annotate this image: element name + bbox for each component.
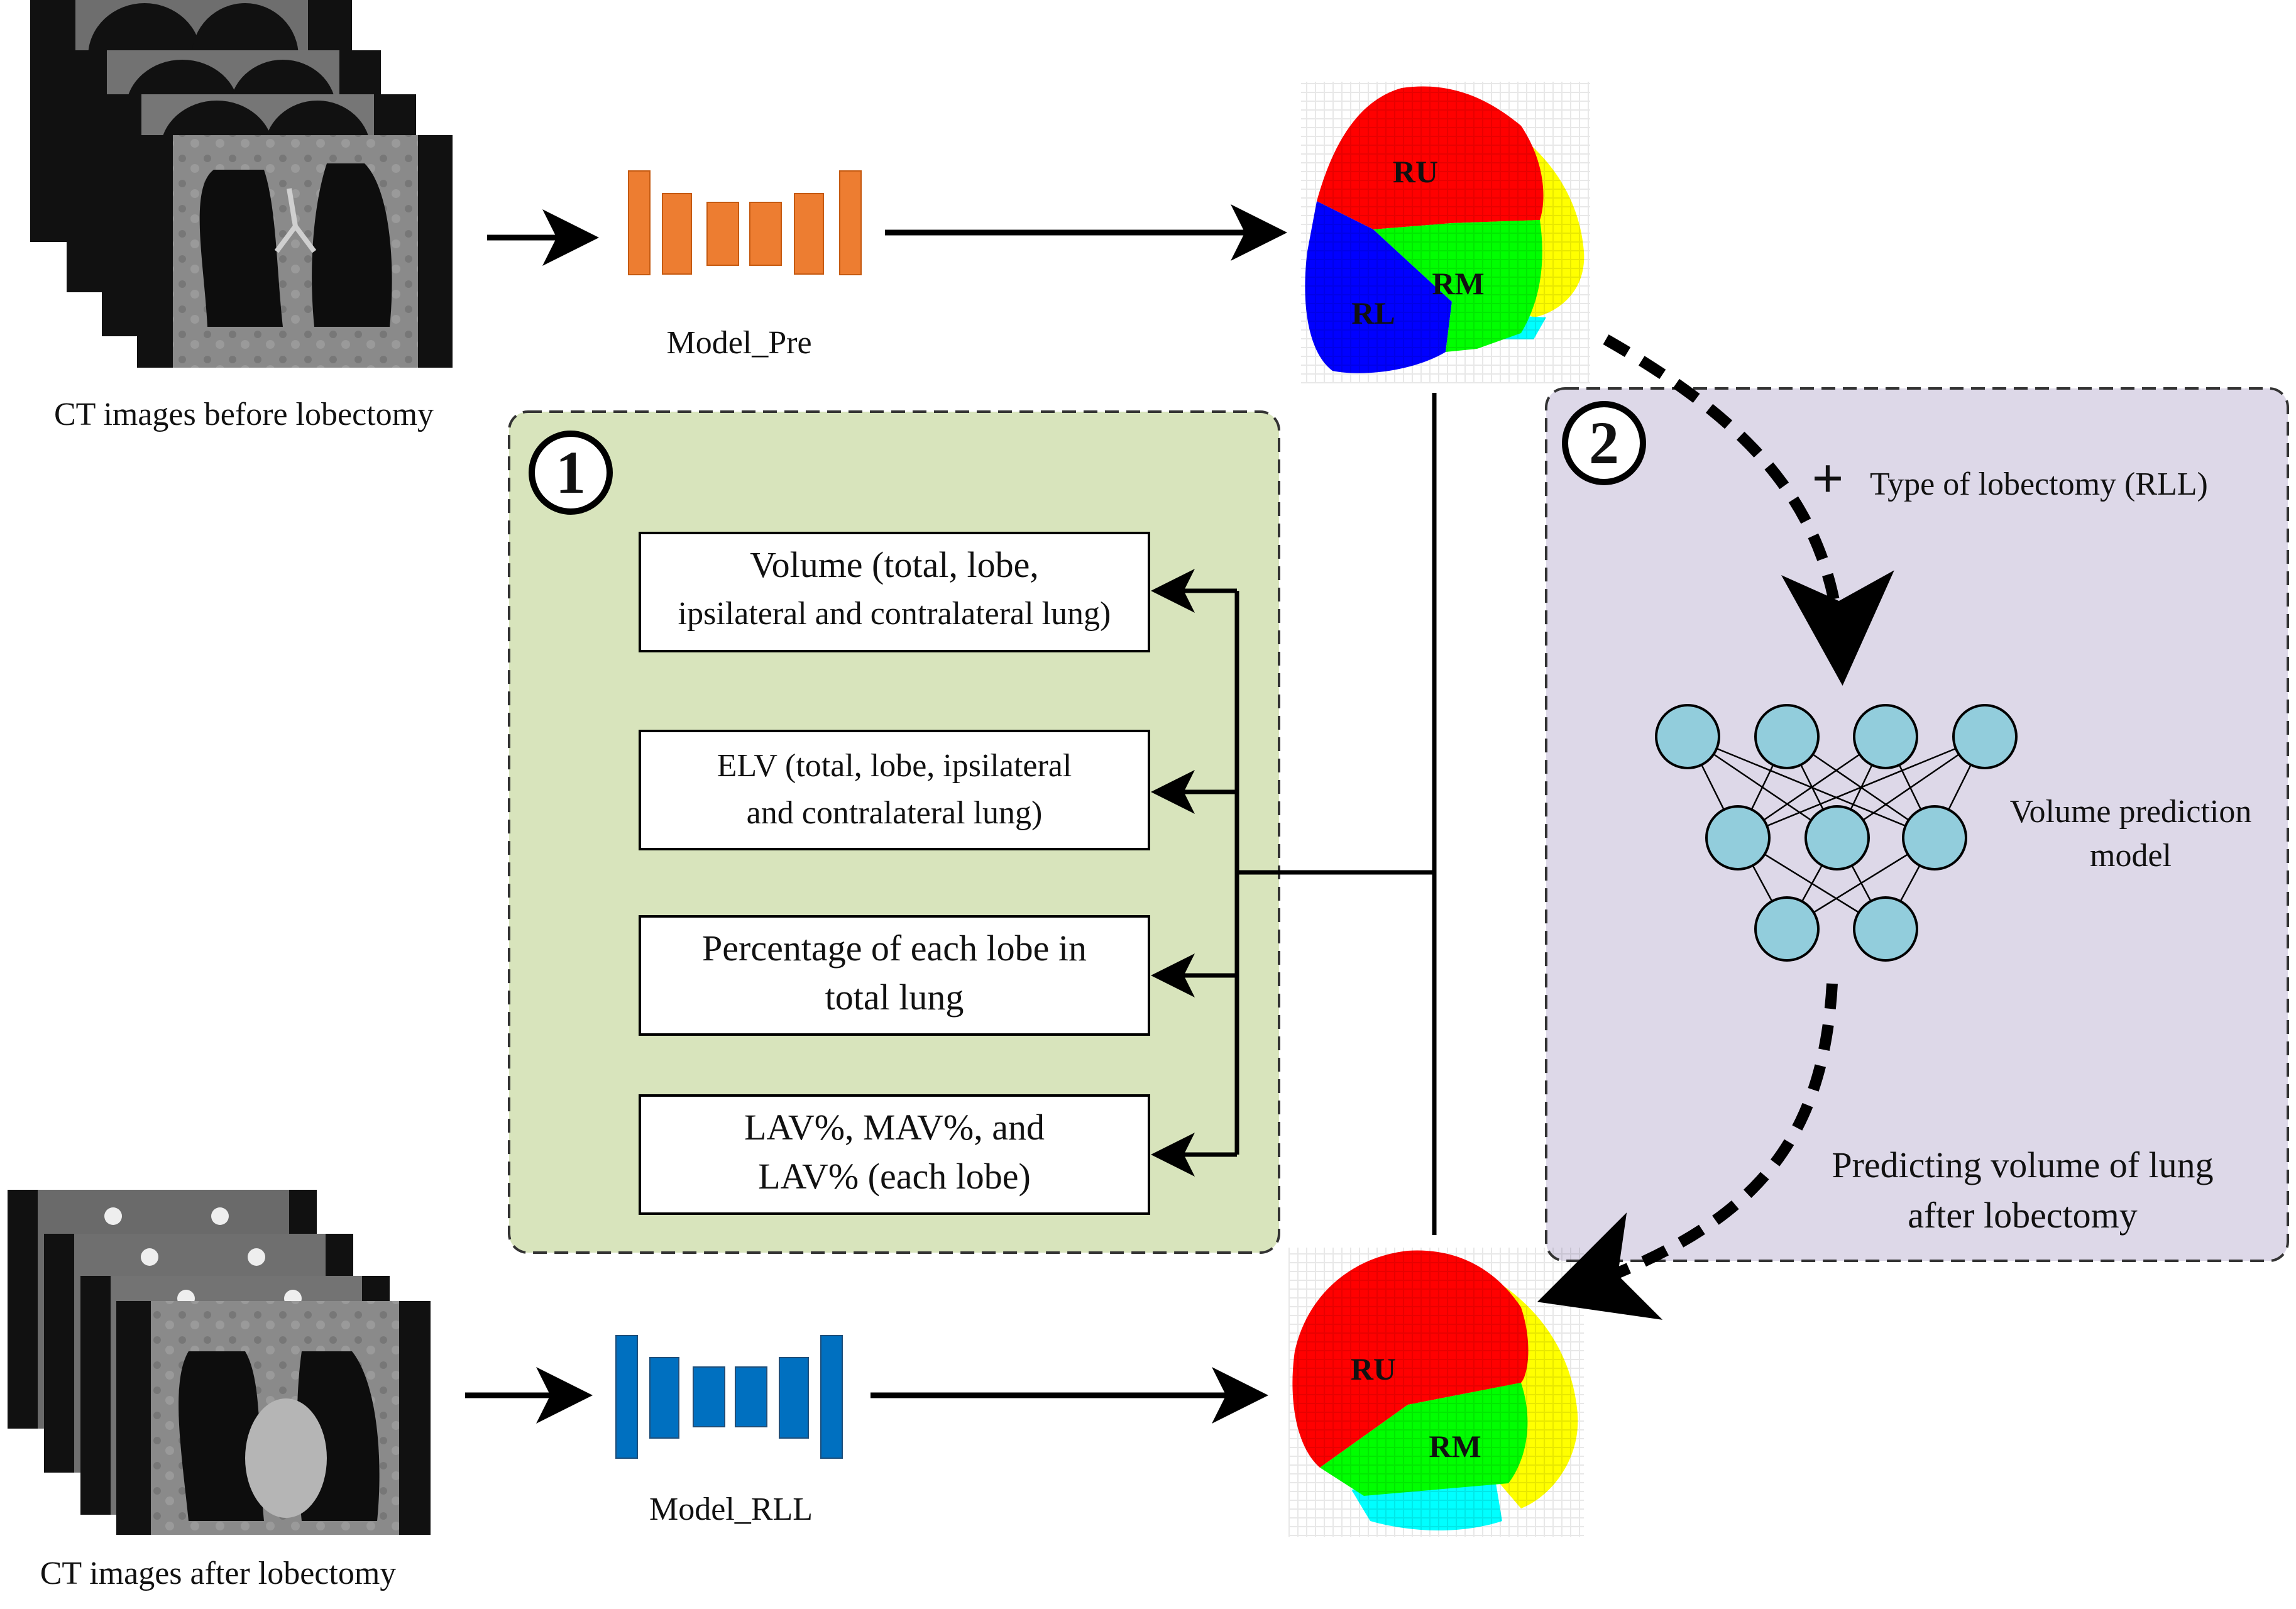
neuron bbox=[1952, 704, 2018, 769]
panel-1-number: 1 bbox=[556, 439, 586, 506]
feature-box-volume-line2: ipsilateral and contralateral lung) bbox=[678, 596, 1111, 632]
lobe-label-rl-before: RL bbox=[1351, 295, 1395, 331]
model-rll-label: Model_RLL bbox=[649, 1491, 813, 1527]
feature-connector bbox=[1151, 569, 1434, 1177]
volume-prediction-label-line1: Volume prediction bbox=[2010, 794, 2252, 830]
neuron bbox=[1853, 896, 1918, 962]
feature-box-lav-line1: LAV%, MAV%, and bbox=[744, 1107, 1045, 1148]
neuron bbox=[1754, 896, 1820, 962]
plus-sign: + bbox=[1812, 448, 1843, 508]
neuron bbox=[1754, 704, 1820, 769]
neuron bbox=[1853, 704, 1918, 769]
feature-box-volume-line1: Volume (total, lobe, bbox=[750, 544, 1039, 585]
lung-after bbox=[1288, 1248, 1584, 1537]
lobe-label-ru-before: RU bbox=[1393, 154, 1438, 189]
feature-box-percentage-line1: Percentage of each lobe in bbox=[702, 928, 1087, 969]
ct-stack-after bbox=[8, 1190, 431, 1535]
feature-box-volume: Volume (total, lobe, ipsilateral and con… bbox=[639, 532, 1150, 652]
feature-box-elv: ELV (total, lobe, ipsilateral and contra… bbox=[639, 730, 1150, 850]
lobe-label-rm-before: RM bbox=[1432, 266, 1484, 301]
feature-box-percentage-line2: total lung bbox=[825, 977, 964, 1018]
model-pre-icon bbox=[628, 170, 862, 275]
panel-1-number-badge bbox=[529, 431, 613, 515]
model-pre-label: Model_Pre bbox=[666, 325, 811, 361]
lobe-label-ru-after: RU bbox=[1351, 1351, 1396, 1387]
ct-stack-before bbox=[30, 0, 453, 368]
feature-box-elv-line1: ELV (total, lobe, ipsilateral bbox=[717, 748, 1072, 784]
feature-box-elv-line2: and contralateral lung) bbox=[747, 795, 1043, 831]
predicting-label-line2: after lobectomy bbox=[1908, 1195, 2138, 1236]
ct-after-caption: CT images after lobectomy bbox=[40, 1556, 397, 1591]
dashed-arrow-lung-to-model bbox=[1603, 334, 1894, 686]
lobe-label-rm-after: RM bbox=[1429, 1429, 1481, 1464]
ct-slice-front bbox=[116, 1301, 431, 1535]
panel-2-number: 2 bbox=[1589, 409, 1619, 476]
panel-2-number-badge bbox=[1562, 401, 1646, 485]
feature-box-lav-line2: LAV% (each lobe) bbox=[758, 1156, 1031, 1197]
volume-prediction-label-line2: model bbox=[2090, 838, 2172, 874]
dashed-arrow-model-to-lung bbox=[1537, 983, 1838, 1320]
type-of-lobectomy-label: Type of lobectomy (RLL) bbox=[1870, 466, 2208, 502]
model-rll-icon bbox=[615, 1335, 843, 1459]
neuron bbox=[1902, 805, 1967, 870]
feature-box-percentage: Percentage of each lobe in total lung bbox=[639, 915, 1150, 1036]
feature-box-lav: LAV%, MAV%, and LAV% (each lobe) bbox=[639, 1094, 1150, 1215]
ct-before-caption: CT images before lobectomy bbox=[54, 397, 434, 432]
predicting-label-line1: Predicting volume of lung bbox=[1832, 1145, 2213, 1185]
neuron bbox=[1804, 805, 1870, 870]
neuron bbox=[1655, 704, 1720, 769]
neuron bbox=[1705, 805, 1771, 870]
ct-slice-front bbox=[137, 135, 453, 368]
lung-before bbox=[1301, 82, 1590, 383]
neural-network bbox=[1655, 704, 2018, 962]
